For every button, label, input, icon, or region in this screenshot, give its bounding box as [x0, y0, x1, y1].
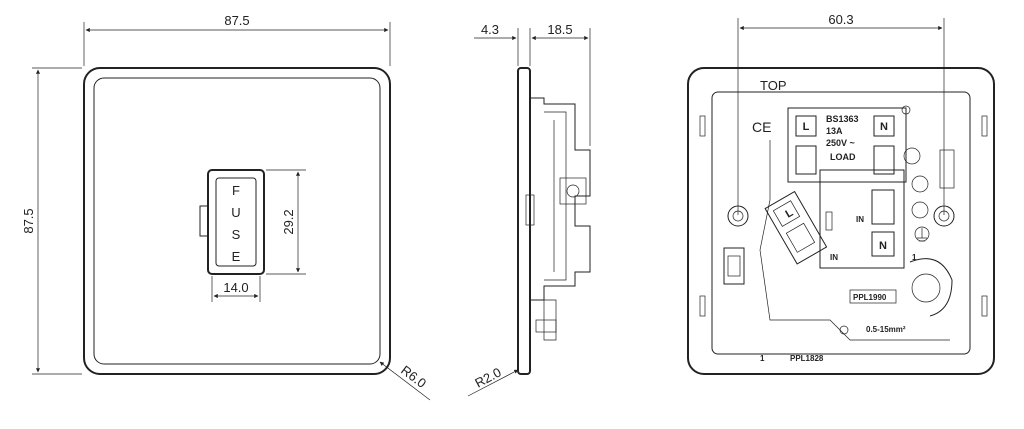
- fuse-width-dim-label: 14.0: [223, 280, 248, 295]
- fixing-hole-right: [933, 205, 955, 227]
- fuse-letter-u: U: [231, 205, 240, 220]
- wire-route-outline: [759, 140, 950, 341]
- terminal-l-label: L: [803, 121, 810, 133]
- corner-radius-label: R6.0: [398, 362, 429, 391]
- width-dim-label: 87.5: [224, 13, 249, 28]
- slot-left: [699, 115, 706, 137]
- fixing-centres-label: 60.3: [828, 12, 853, 27]
- edge-radius-callout: R2.0: [467, 365, 519, 397]
- in-label-lower: IN: [830, 253, 838, 262]
- fixing-centres-dimension: 60.3: [737, 12, 945, 215]
- rear-view: 60.3 TOP CE L N BS1363 13A 250V ~ LO: [687, 12, 995, 375]
- plate-depth-label: 4.3: [481, 22, 499, 37]
- edge-radius-label: R2.0: [472, 365, 503, 391]
- height-dim-label: 87.5: [21, 208, 36, 233]
- angled-l-terminal: [764, 190, 828, 265]
- slot-right: [981, 115, 988, 137]
- number-1-bottom: 1: [760, 354, 765, 363]
- fuse-letter-e: E: [232, 249, 241, 264]
- part-1828-label: PPL1828: [790, 354, 824, 363]
- front-plate-outline: [83, 67, 391, 375]
- corner-radius-callout: R6.0: [379, 361, 431, 401]
- front-view: 87.5 87.5 F U S E 29.2: [21, 13, 431, 401]
- fuse-body: IN IN N: [819, 169, 905, 269]
- ce-mark: CE: [752, 119, 771, 135]
- in-label-right: IN: [856, 215, 864, 224]
- earth-terminals: [901, 105, 955, 242]
- height-dimension: 87.5: [21, 67, 82, 375]
- width-dimension: 87.5: [83, 13, 391, 66]
- lower-n-label: N: [879, 240, 887, 252]
- rear-plate-outline: [687, 67, 995, 375]
- fuse-height-dim-label: 29.2: [281, 209, 296, 234]
- wire-size-label: 0.5-15mm²: [866, 325, 906, 334]
- fuse-letter-s: S: [232, 227, 241, 242]
- depth-dimensions: 4.3 18.5: [474, 22, 591, 146]
- lower-clip: [723, 247, 745, 285]
- terminal-n-label: N: [880, 121, 888, 133]
- rating-line-2: 13A: [826, 126, 843, 136]
- fuse-letter-f: F: [232, 183, 240, 198]
- rear-frame: [711, 91, 971, 355]
- fuse-carrier: F U S E: [199, 169, 265, 275]
- fixing-hole-left: [727, 205, 749, 227]
- rating-line-1: BS1363: [826, 114, 859, 124]
- side-plate: [517, 67, 531, 375]
- part-1990-label: PPL1990: [853, 293, 887, 302]
- fuse-width-dimension: 14.0: [211, 276, 261, 302]
- rating-line-3: 250V ~: [826, 138, 855, 148]
- number-1-right: 1: [912, 253, 917, 262]
- terminal-block: L N BS1363 13A 250V ~ LOAD: [787, 107, 907, 183]
- fuse-height-dimension: 29.2: [266, 169, 306, 275]
- front-plate-inner: [93, 77, 381, 365]
- cable-clamp: PPL1990 0.5-15mm² 1: [839, 253, 953, 335]
- side-view: 4.3 18.5 R2.0: [467, 22, 591, 397]
- rating-line-4: LOAD: [830, 152, 856, 162]
- top-label: TOP: [760, 78, 787, 93]
- body-depth-label: 18.5: [547, 22, 572, 37]
- lower-l-label: L: [784, 207, 796, 221]
- side-body: [525, 97, 591, 341]
